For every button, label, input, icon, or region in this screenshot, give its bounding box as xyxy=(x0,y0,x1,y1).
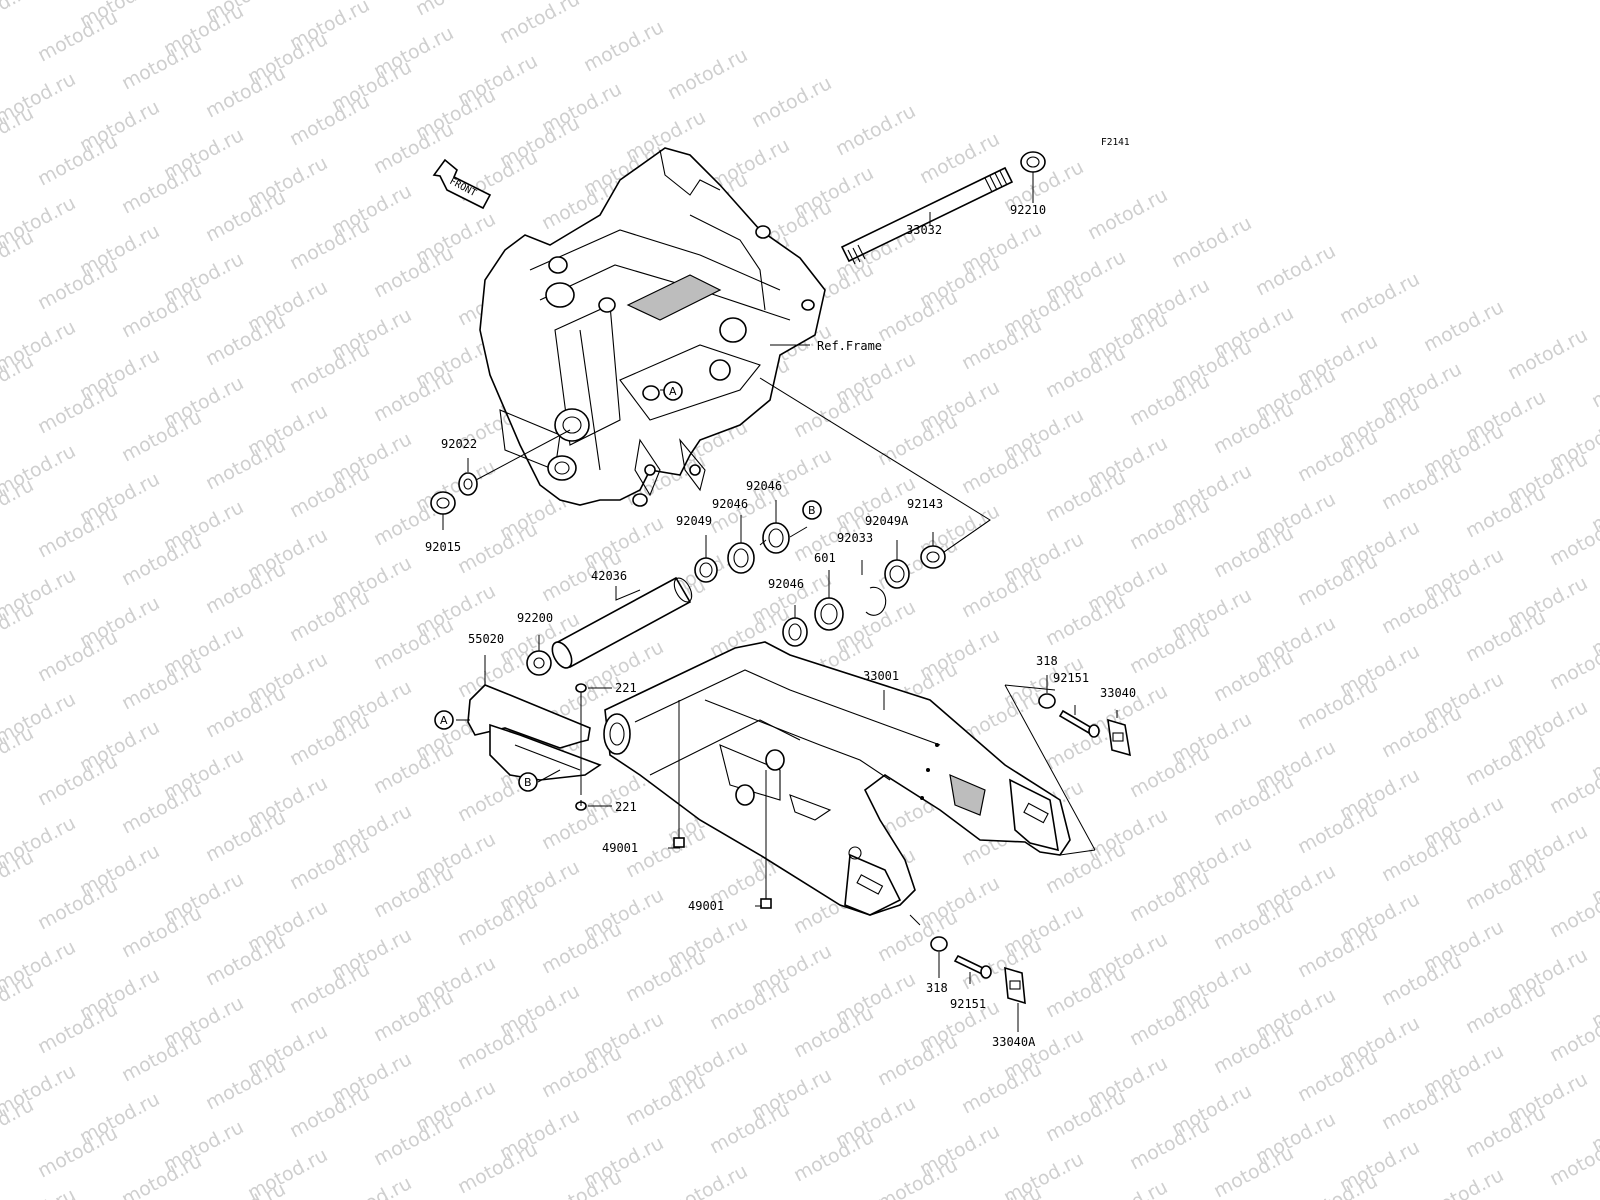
label-92049: 92049 xyxy=(676,514,712,528)
bolt-221-bottom xyxy=(575,800,587,811)
callout-a-frame: A xyxy=(663,381,683,401)
grease-nipple-49001-left xyxy=(673,830,685,848)
washer-92200 xyxy=(526,650,552,676)
part-labels: 92210 33032 Ref.Frame 92022 92015 92046 … xyxy=(425,203,1136,1049)
watermark-text: motod.ru xyxy=(1336,268,1423,328)
label-601: 601 xyxy=(814,551,836,565)
seal-92049A xyxy=(884,559,910,589)
bearing-92046-top xyxy=(762,522,790,554)
watermark-text: motod.ru xyxy=(1084,1176,1171,1200)
label-92151-bot: 92151 xyxy=(950,997,986,1011)
watermark-text: motod.ru xyxy=(748,72,835,132)
callout-a-guard: A xyxy=(434,710,454,730)
figure-code: F2141 xyxy=(1101,137,1130,148)
svg-text:B: B xyxy=(808,504,816,517)
bolt-92151-top xyxy=(1058,709,1100,738)
washer-92022 xyxy=(458,472,478,496)
watermark-text: motod.ru xyxy=(0,1184,79,1200)
watermark-text: motod.ru xyxy=(1084,184,1171,244)
label-318-top: 318 xyxy=(1036,654,1058,668)
nut-318-top xyxy=(1038,693,1056,709)
svg-text:B: B xyxy=(524,776,532,789)
label-55020: 55020 xyxy=(468,632,504,646)
label-92046-low: 92046 xyxy=(768,577,804,591)
watermark-text: motod.ru xyxy=(1294,1170,1381,1200)
chain-guard-55020 xyxy=(467,684,602,781)
label-49001-right: 49001 xyxy=(688,899,724,913)
label-33032: 33032 xyxy=(906,223,942,237)
label-318-bot: 318 xyxy=(926,981,948,995)
label-33040A: 33040A xyxy=(992,1035,1036,1049)
watermark-text: motod.ru xyxy=(1504,324,1591,384)
label-92015: 92015 xyxy=(425,540,461,554)
label-33001: 33001 xyxy=(863,669,899,683)
block-33040A xyxy=(1004,966,1026,1005)
label-33040: 33040 xyxy=(1100,686,1136,700)
svg-text:A: A xyxy=(669,385,677,398)
seal-92049 xyxy=(694,557,718,583)
collar-92143 xyxy=(920,545,946,569)
label-221-top: 221 xyxy=(615,681,637,695)
label-92046-top: 92046 xyxy=(746,479,782,493)
pivot-shaft-33032 xyxy=(840,166,1014,265)
svg-text:A: A xyxy=(440,714,448,727)
watermark-text: motod.ru xyxy=(832,100,919,160)
watermark-text: motod.ru xyxy=(0,0,37,38)
bearing-92046-mid xyxy=(727,542,755,574)
label-49001-left: 49001 xyxy=(602,841,638,855)
nut-92015 xyxy=(430,491,456,515)
watermark-text: motod.ru xyxy=(1252,240,1339,300)
watermark-text: motod.ru xyxy=(1420,1164,1507,1200)
swingarm-33001 xyxy=(603,641,1071,916)
watermark-text: motod.ru xyxy=(580,16,667,76)
watermark-text: motod.ru xyxy=(496,0,583,48)
label-92151-top: 92151 xyxy=(1053,671,1089,685)
label-92033: 92033 xyxy=(837,531,873,545)
watermark-text: motod.ru xyxy=(664,44,751,104)
bolt-221-top xyxy=(575,683,587,700)
label-92210: 92210 xyxy=(1010,203,1046,217)
label-42036: 42036 xyxy=(591,569,627,583)
label-ref-frame: Ref.Frame xyxy=(817,339,882,353)
label-92046-mid: 92046 xyxy=(712,497,748,511)
watermark-text: motod.ru xyxy=(664,1160,751,1200)
grease-nipple-49001-right xyxy=(760,890,772,909)
watermark-text: motod.ru xyxy=(1168,212,1255,272)
label-92143: 92143 xyxy=(907,497,943,511)
bearing-92046-low xyxy=(782,617,808,647)
watermark-text: motod.ru xyxy=(1420,296,1507,356)
nut-318-bottom xyxy=(930,936,948,952)
sleeve-42036 xyxy=(551,576,693,669)
label-92049A: 92049A xyxy=(865,514,909,528)
circlip-92033 xyxy=(865,586,887,616)
label-92022: 92022 xyxy=(441,437,477,451)
callout-b-bearing: B xyxy=(802,500,822,520)
leader-lines xyxy=(442,172,1118,1032)
watermark-text: motod.ru xyxy=(1588,352,1600,412)
label-92200: 92200 xyxy=(517,611,553,625)
nut-92210 xyxy=(1020,151,1046,173)
bearing-601 xyxy=(814,597,844,631)
watermark-text: motod.ru xyxy=(1000,1148,1087,1200)
label-221-bot: 221 xyxy=(615,800,637,814)
bolt-92151-bottom xyxy=(953,954,992,979)
callout-b-guard: B xyxy=(518,772,538,792)
block-33040 xyxy=(1107,718,1131,757)
watermark-text: motod.ru xyxy=(328,1172,415,1200)
frame-assembly xyxy=(479,147,826,507)
watermark-text: motod.ru xyxy=(412,0,499,20)
